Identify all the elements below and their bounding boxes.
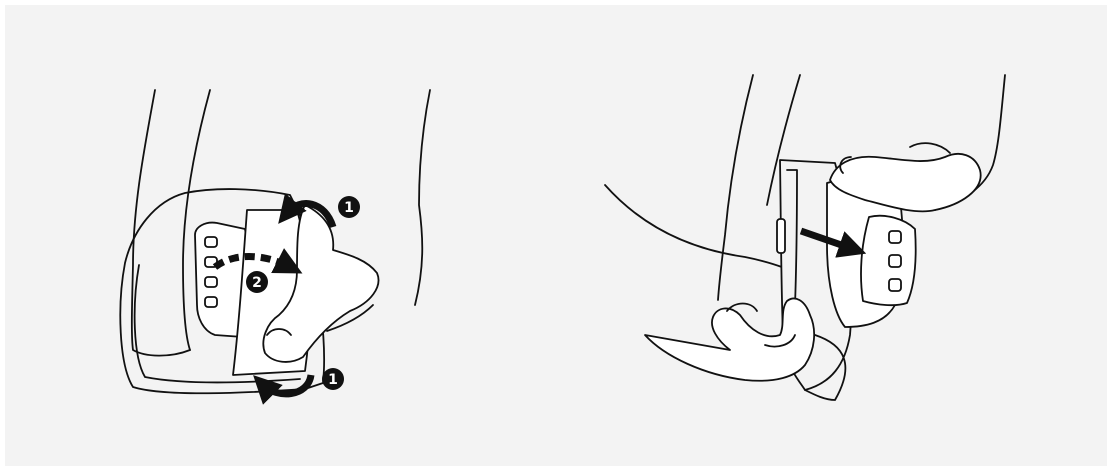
torso-right [605, 185, 800, 275]
upper-arm-right [718, 75, 753, 300]
svg-text:2: 2 [252, 275, 262, 291]
right-figure [605, 75, 1005, 400]
step-badge-2: 2 [246, 271, 268, 293]
step-badge-1-top: 1 [338, 196, 360, 218]
svg-text:1: 1 [328, 372, 338, 388]
left-figure: 1 2 1 [120, 90, 430, 394]
cuff-instructions-illustration: 1 2 1 [5, 5, 1107, 466]
step-badge-1-bottom: 1 [322, 368, 344, 390]
bottom-hand-right [645, 299, 814, 381]
illustration-panel: 1 2 1 [5, 5, 1107, 466]
svg-text:1: 1 [344, 200, 354, 216]
